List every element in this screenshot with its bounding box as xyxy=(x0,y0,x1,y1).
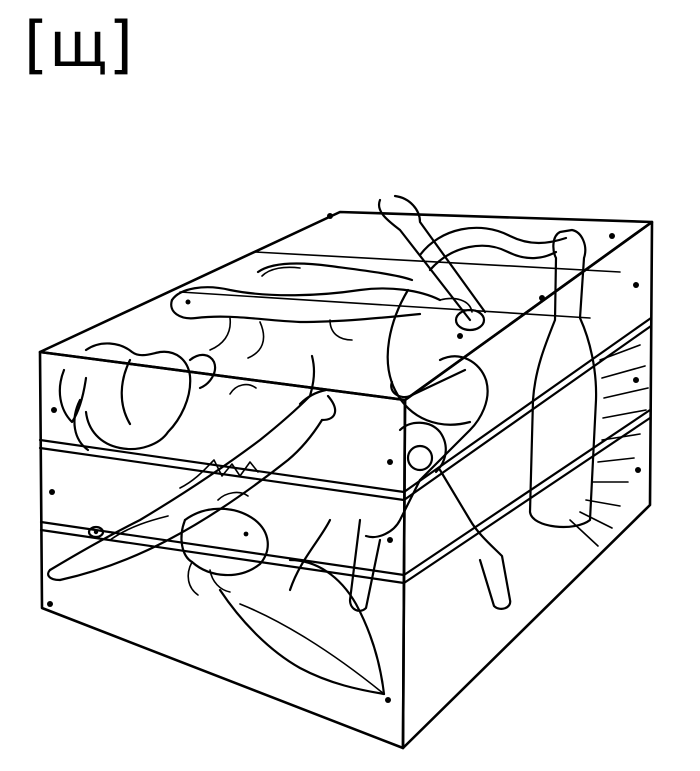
eel-icon xyxy=(386,226,568,426)
brush-icon xyxy=(377,194,487,399)
sorrel-leaf-icon xyxy=(218,558,386,696)
ruff-fish-icon xyxy=(256,262,414,282)
bottle-icon xyxy=(528,228,598,528)
puppy-icon xyxy=(58,342,217,452)
bottle-brush-icon xyxy=(569,344,649,547)
phoneme-label: [щ] xyxy=(24,8,134,81)
pliers-icon xyxy=(288,355,512,612)
wooden-crate-icon xyxy=(38,210,654,750)
pike-fish-icon xyxy=(47,354,337,582)
lizard-icon xyxy=(170,286,473,359)
bream-fish-icon xyxy=(180,507,269,596)
